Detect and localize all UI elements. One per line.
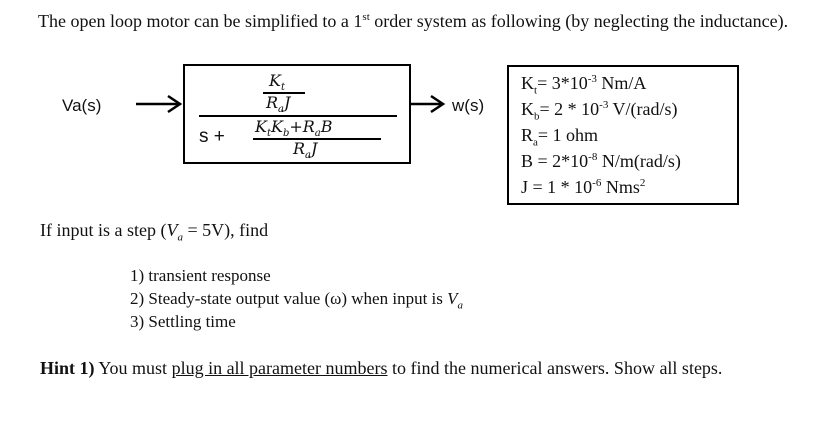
- transfer-function-block: Kt RaJ s + KtKb+RaB RaJ: [183, 64, 411, 164]
- tf-numerator-top: Kt: [269, 71, 285, 94]
- hint-underlined: plug in all parameter numbers: [171, 358, 388, 378]
- step-item: 1) transient response: [130, 266, 271, 285]
- param-b: B = 2*10-8 N/m(rad/s): [521, 151, 681, 171]
- intro-text-end: order system as following (by neglecting…: [369, 11, 789, 31]
- hint-text: Hint 1) You must plug in all parameter n…: [40, 358, 723, 378]
- intro-text-start: The open loop motor can be simplified to…: [38, 11, 363, 31]
- param-ra: Ra= 1 ohm: [521, 125, 599, 149]
- input-label: Va(s): [62, 96, 102, 115]
- intro-paragraph: The open loop motor can be simplified to…: [38, 10, 808, 32]
- step-item: 3) Settling time: [130, 312, 236, 331]
- question-text: If input is a step (Va = 5V), find: [40, 220, 269, 244]
- tf-numerator-line: [263, 92, 305, 94]
- intro-superscript: st: [362, 11, 370, 23]
- steps-list: 1) transient response 2) Steady-state ou…: [130, 264, 463, 333]
- hint-label: Hint 1): [40, 358, 95, 378]
- input-arrow: [136, 94, 183, 114]
- tf-denominator-top: KtKb+RaB: [255, 117, 333, 140]
- param-j: J = 1 * 10-6 Nms2: [521, 177, 646, 197]
- tf-denominator-line: [253, 138, 381, 140]
- param-kt: Kt= 3*10-3 Nm/A: [521, 73, 647, 97]
- tf-denominator-bottom: RaJ: [293, 139, 318, 162]
- tf-denominator-prefix: s +: [199, 126, 225, 147]
- param-kb: Kb= 2 * 10-3 V/(rad/s): [521, 99, 678, 123]
- output-label: w(s): [452, 96, 485, 115]
- step-item: 2) Steady-state output value (ω) when in…: [130, 289, 464, 312]
- parameters-box: Kt= 3*10-3 Nm/A Kb= 2 * 10-3 V/(rad/s) R…: [507, 65, 739, 205]
- output-arrow: [411, 94, 446, 114]
- tf-main-fraction-line: [199, 115, 397, 117]
- tf-numerator-bottom: RaJ: [266, 93, 291, 116]
